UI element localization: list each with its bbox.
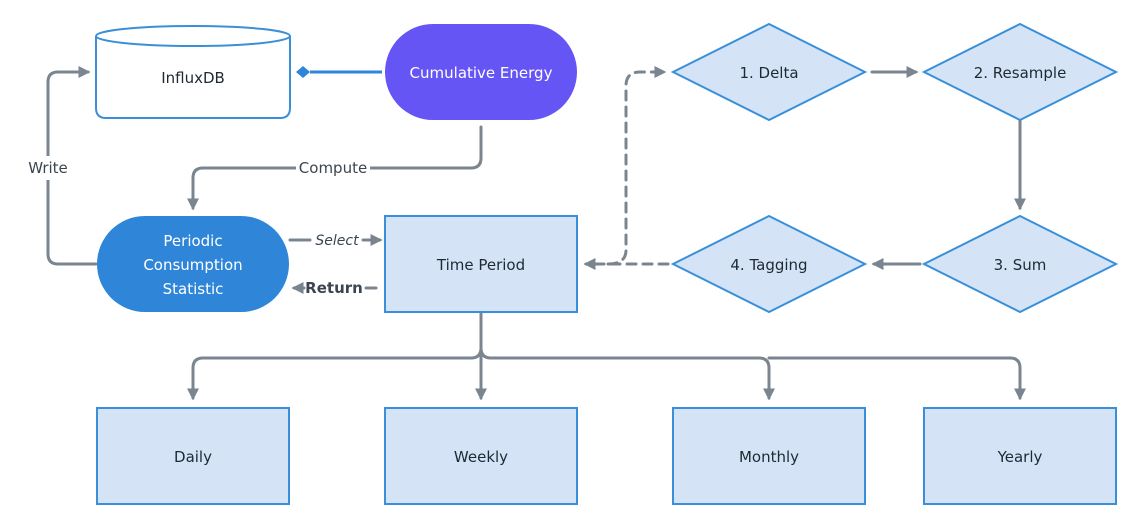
sum-label: 3. Sum [994,256,1047,274]
influxdb-label: InfluxDB [161,69,225,87]
sum-node: 3. Sum [921,214,1119,314]
cumulative-energy-label: Cumulative Energy [410,64,553,82]
periodic-label-line2: Consumption [143,256,242,274]
tagging-label: 4. Tagging [730,256,807,274]
periodic-label-line1: Periodic [163,232,222,250]
write-label-bg [24,156,72,180]
periodic-label-line3: Statistic [163,280,224,298]
write-label: Write [28,159,68,177]
cumulative-energy-node: Cumulative Energy [385,24,577,120]
yearly-node: Yearly [923,407,1117,505]
monthly-node: Monthly [672,407,866,505]
daily-label: Daily [174,448,212,466]
compute-label: Compute [299,159,367,177]
tagging-node: 4. Tagging [670,214,868,314]
monthly-label: Monthly [739,448,799,466]
edge-dashed-to-delta [606,66,667,266]
delta-node: 1. Delta [670,22,868,122]
edge-to-yearly [767,356,1026,401]
weekly-node: Weekly [384,407,578,505]
resample-label: 2. Resample [974,64,1067,82]
weekly-label: Weekly [454,448,508,466]
edge-to-daily [187,310,483,401]
influxdb-node: InfluxDB [95,25,291,119]
time-period-label: Time Period [436,256,525,274]
periodic-statistic-node: Periodic Consumption Statistic [97,216,289,312]
compute-label-bg [296,156,370,180]
daily-node: Daily [96,407,290,505]
time-period-node: Time Period [384,215,578,313]
edge-to-monthly [479,346,775,401]
select-label: Select [315,233,359,249]
delta-label: 1. Delta [739,64,798,82]
return-label: Return [305,279,363,297]
store-diamond-head [296,66,310,78]
yearly-label: Yearly [997,448,1043,466]
resample-node: 2. Resample [921,22,1119,122]
